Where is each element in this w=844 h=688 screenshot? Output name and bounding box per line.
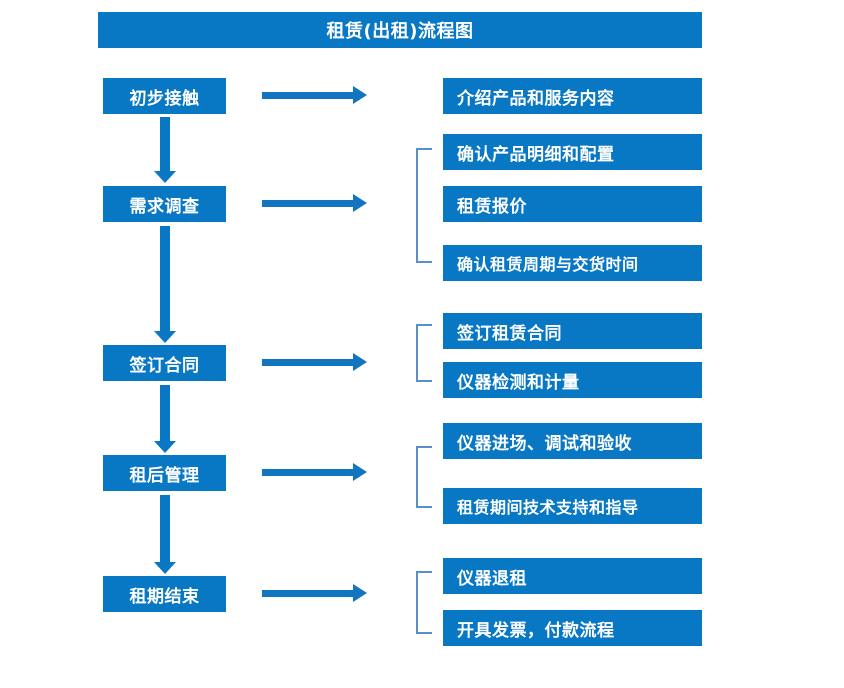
horizontal-arrow-2 <box>262 194 367 212</box>
stage-node-5[interactable]: 租期结束 <box>103 576 226 612</box>
group-bracket-5 <box>416 571 432 634</box>
stage-node-4[interactable]: 租后管理 <box>103 455 226 491</box>
vertical-arrow-3-to-4 <box>154 385 176 453</box>
stage-node-3[interactable]: 签订合同 <box>103 345 226 381</box>
detail-node-5-1[interactable]: 仪器退租 <box>443 558 702 594</box>
stage-node-2[interactable]: 需求调查 <box>103 186 226 222</box>
detail-node-4-1[interactable]: 仪器进场、调试和验收 <box>443 423 702 459</box>
horizontal-arrow-4 <box>262 463 367 481</box>
detail-node-2-2[interactable]: 租赁报价 <box>443 186 702 222</box>
detail-node-2-3[interactable]: 确认租赁周期与交货时间 <box>443 245 702 281</box>
vertical-arrow-4-to-5 <box>154 495 176 574</box>
chart-title: 租赁(出租)流程图 <box>98 12 702 48</box>
detail-node-5-2[interactable]: 开具发票，付款流程 <box>443 610 702 646</box>
horizontal-arrow-1 <box>262 86 367 104</box>
detail-node-3-1[interactable]: 签订租赁合同 <box>443 313 702 349</box>
group-bracket-3 <box>416 324 432 382</box>
detail-node-4-2[interactable]: 租赁期间技术支持和指导 <box>443 488 702 524</box>
group-bracket-4 <box>416 446 432 508</box>
horizontal-arrow-3 <box>262 353 367 371</box>
horizontal-arrow-5 <box>262 584 367 602</box>
vertical-arrow-1-to-2 <box>154 117 176 183</box>
group-bracket-2 <box>416 148 432 263</box>
detail-node-3-2[interactable]: 仪器检测和计量 <box>443 362 702 398</box>
vertical-arrow-2-to-3 <box>154 226 176 343</box>
stage-node-1[interactable]: 初步接触 <box>103 78 226 114</box>
detail-node-2-1[interactable]: 确认产品明细和配置 <box>443 134 702 170</box>
detail-node-1-1[interactable]: 介绍产品和服务内容 <box>443 78 702 114</box>
